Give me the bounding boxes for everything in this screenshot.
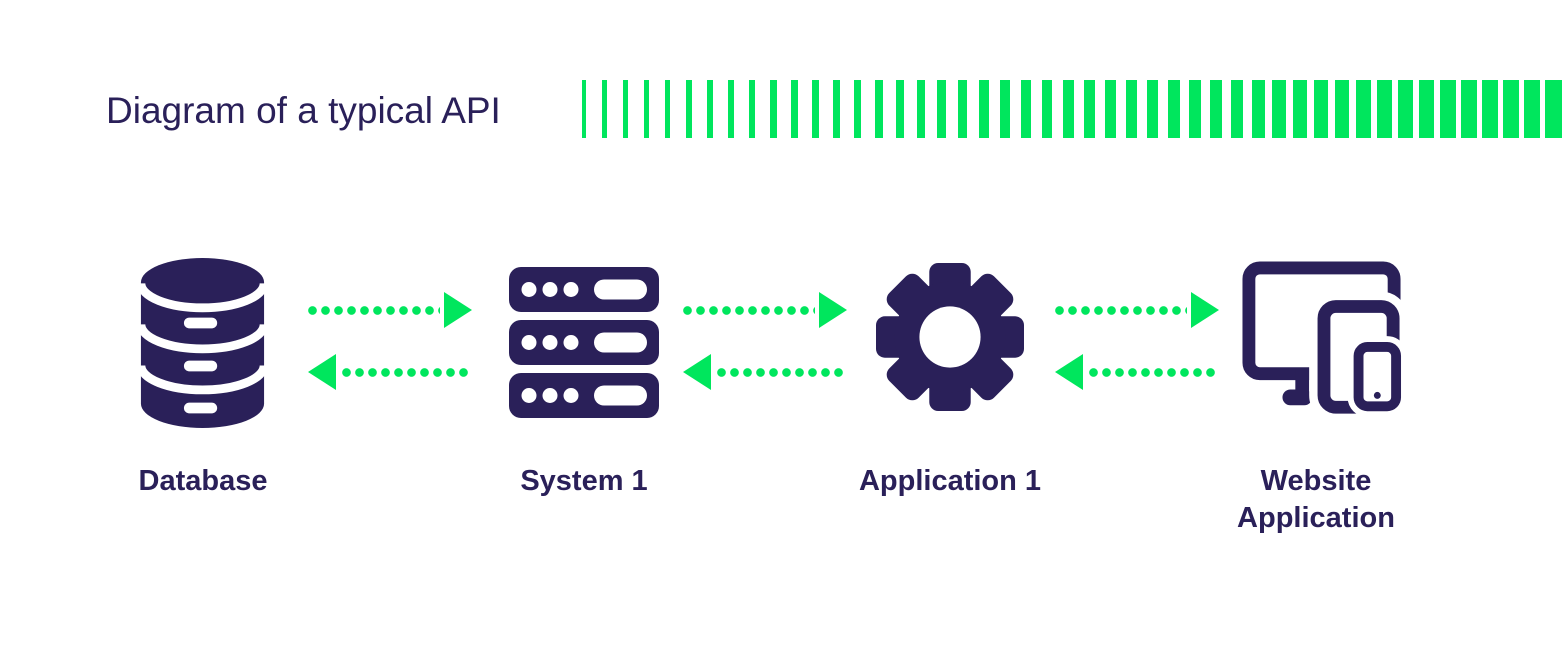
arrow-right-icon — [683, 292, 847, 328]
decorative-bar — [1248, 80, 1269, 138]
decorative-bar — [636, 80, 657, 138]
decorative-bar — [763, 80, 784, 138]
arrow-right-icon — [308, 292, 472, 328]
decorative-bar — [1458, 80, 1479, 138]
dotted-line — [1089, 367, 1219, 377]
decorative-bar — [678, 80, 699, 138]
decorative-bar — [1037, 80, 1058, 138]
decorative-bar — [910, 80, 931, 138]
database-icon — [136, 257, 269, 429]
decorative-bar — [1332, 80, 1353, 138]
arrowhead-left — [1055, 354, 1083, 390]
decorative-bar — [1058, 80, 1079, 138]
arrow-left-icon — [308, 354, 472, 390]
dotted-line — [1055, 305, 1187, 315]
decorative-bar — [1395, 80, 1416, 138]
decorative-bar — [805, 80, 826, 138]
decorative-bar — [1543, 80, 1564, 138]
decorative-bar — [615, 80, 636, 138]
decorative-bar — [868, 80, 889, 138]
decorative-bar — [1184, 80, 1205, 138]
arrow-left-icon — [1055, 354, 1219, 390]
decorative-bar — [1142, 80, 1163, 138]
dotted-line — [683, 305, 815, 315]
decorative-bar — [952, 80, 973, 138]
node-label-website-application: Website Application — [1237, 465, 1395, 534]
arrowhead-left — [683, 354, 711, 390]
decorative-bar — [1522, 80, 1543, 138]
decorative-bar — [826, 80, 847, 138]
arrowhead-right — [819, 292, 847, 328]
arrowhead-right — [444, 292, 472, 328]
decorative-bar — [931, 80, 952, 138]
server-stack-icon — [509, 267, 659, 418]
decorative-bar — [1100, 80, 1121, 138]
dotted-line — [308, 305, 440, 315]
decorative-bar — [1500, 80, 1521, 138]
decorative-bar — [1163, 80, 1184, 138]
decorative-bar — [1437, 80, 1458, 138]
decorative-bar — [657, 80, 678, 138]
devices-icon — [1241, 261, 1408, 431]
dotted-line — [342, 367, 472, 377]
decorative-bar — [1016, 80, 1037, 138]
arrowhead-right — [1191, 292, 1219, 328]
decorative-bars — [573, 80, 1564, 138]
decorative-bar — [1479, 80, 1500, 138]
decorative-bar — [1121, 80, 1142, 138]
arrowhead-left — [308, 354, 336, 390]
decorative-bar — [1205, 80, 1226, 138]
dotted-line — [717, 367, 847, 377]
page-title: Diagram of a typical API — [106, 90, 501, 131]
decorative-bar — [973, 80, 994, 138]
decorative-bar — [784, 80, 805, 138]
decorative-bar — [1269, 80, 1290, 138]
connection-system-application — [683, 292, 847, 390]
node-label-database: Database — [138, 465, 268, 497]
node-label-application-1: Application 1 — [858, 465, 1042, 497]
decorative-bar — [721, 80, 742, 138]
decorative-bar — [1079, 80, 1100, 138]
connection-database-system — [308, 292, 472, 390]
node-label-system-1: System 1 — [520, 465, 648, 497]
decorative-bar — [1353, 80, 1374, 138]
decorative-bar — [594, 80, 615, 138]
decorative-bar — [1416, 80, 1437, 138]
decorative-bar — [699, 80, 720, 138]
arrow-right-icon — [1055, 292, 1219, 328]
connection-application-website — [1055, 292, 1219, 390]
decorative-bar — [995, 80, 1016, 138]
decorative-bar — [1226, 80, 1247, 138]
decorative-bar — [573, 80, 594, 138]
decorative-bar — [1374, 80, 1395, 138]
decorative-bar — [847, 80, 868, 138]
decorative-bar — [742, 80, 763, 138]
decorative-bar — [1311, 80, 1332, 138]
decorative-bar — [889, 80, 910, 138]
decorative-bar — [1290, 80, 1311, 138]
gear-icon — [876, 263, 1024, 411]
arrow-left-icon — [683, 354, 847, 390]
